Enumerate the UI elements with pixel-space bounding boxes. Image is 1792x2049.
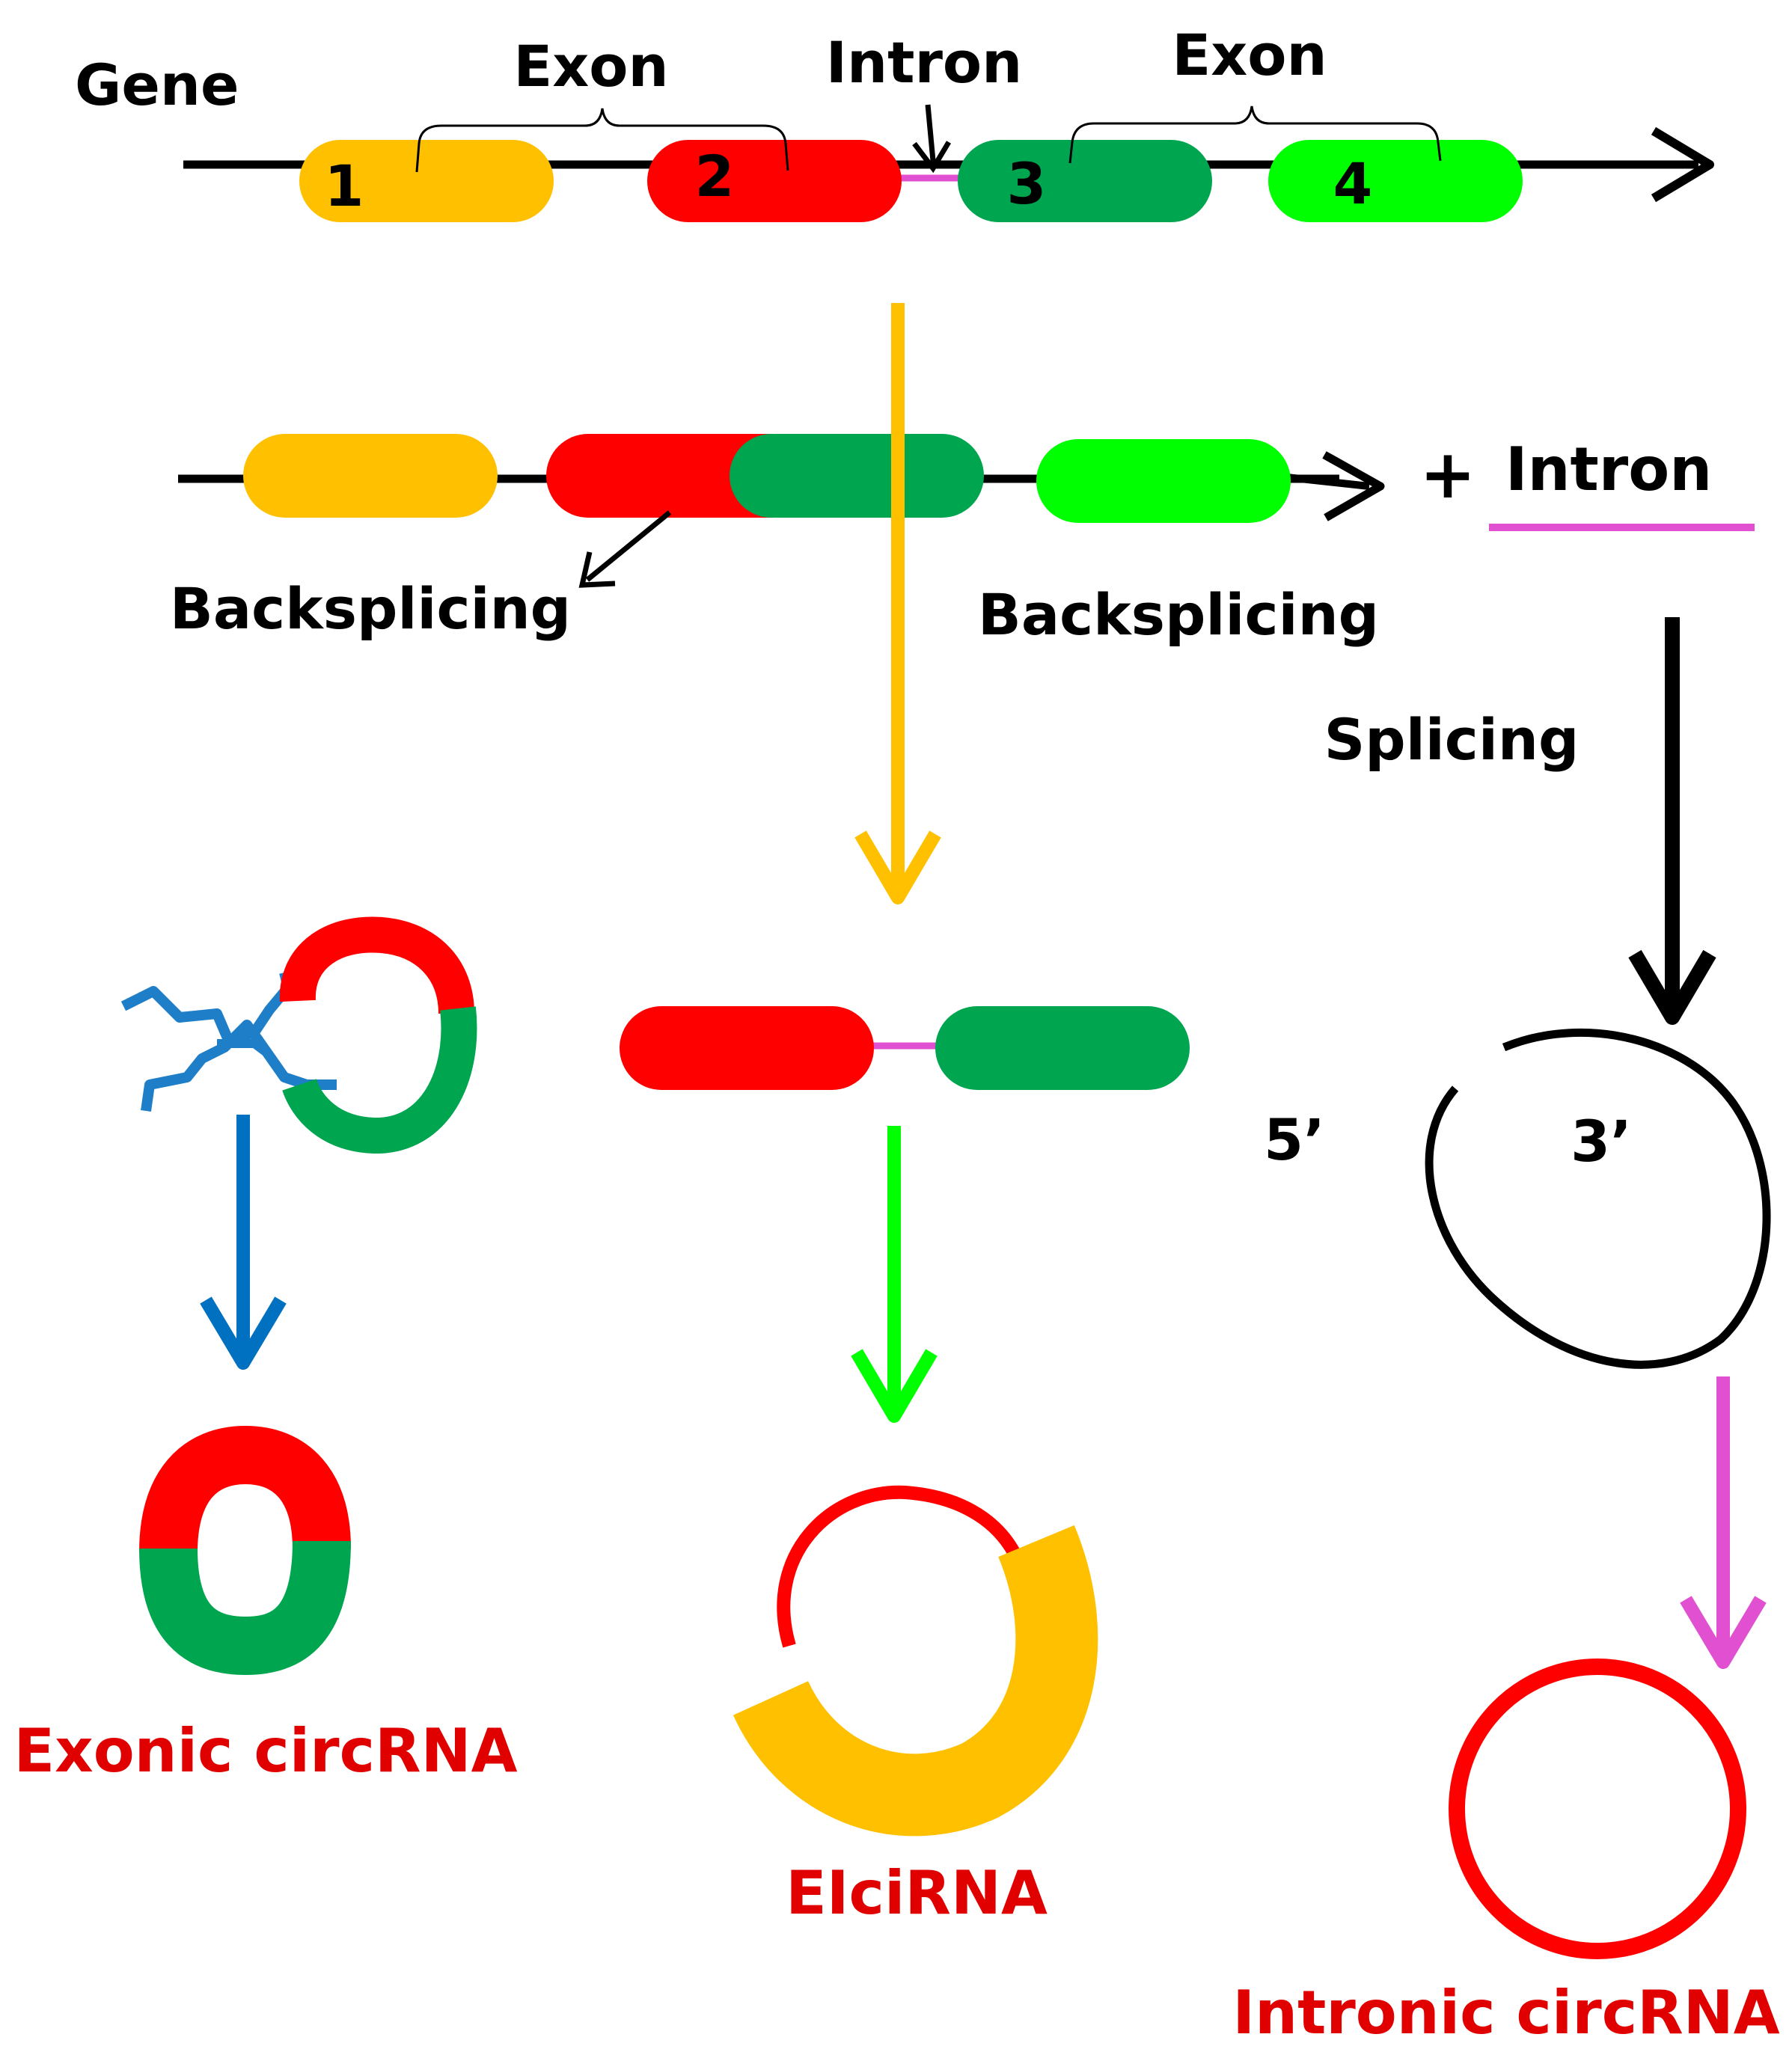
- backsplicing-pointer-head: [578, 551, 616, 588]
- exonic-pre-red-arc: [279, 916, 474, 1014]
- backsplicing-label-left: Backsplicing: [170, 575, 571, 642]
- intron-pointer-arrow-head: [912, 141, 952, 174]
- three-prime-label: 3’: [1571, 1108, 1632, 1174]
- exon-label-left: Exon: [513, 33, 668, 99]
- exonic-circ-green: [139, 1540, 351, 1676]
- premrna-row: + Intron Backsplicing Backsplicing Splic…: [170, 434, 1755, 773]
- exon-4: [1268, 140, 1523, 222]
- black-path-arrow-head: [1628, 949, 1716, 1025]
- premrna-exon-3: [730, 434, 984, 518]
- intronic-circrna: [1449, 1659, 1746, 1959]
- intron-lariat: [1425, 1028, 1771, 1369]
- gene-row: Gene 1 2 3 4 Exon Exon Intron: [75, 22, 1714, 222]
- premrna-arrow-head: [1322, 451, 1385, 521]
- exon-1: [299, 140, 554, 222]
- exon-2: [647, 140, 902, 222]
- premrna-exon-4: [1036, 439, 1291, 523]
- blue-path-arrow-head: [200, 1296, 287, 1370]
- exonic-pre-green-arc: [282, 1006, 477, 1154]
- elcirna-red-arc: [777, 1485, 1020, 1648]
- elcirna-yellow-arc: [733, 1525, 1098, 1837]
- gene-label: Gene: [75, 52, 239, 118]
- premrna-exon-1: [243, 434, 498, 518]
- exon-3: [958, 140, 1212, 222]
- intronic-pathway: 5’ 3’ Intronic circRNA: [1232, 617, 1780, 2048]
- green-path-arrow-head: [851, 1349, 938, 1423]
- yellow-path-arrow-head: [854, 830, 941, 904]
- intron-label-top: Intron: [826, 29, 1023, 96]
- elci-exon-green: [935, 1006, 1190, 1090]
- exon-label-right: Exon: [1172, 22, 1327, 88]
- five-prime-label: 5’: [1264, 1106, 1325, 1173]
- exonic-circ-red: [139, 1425, 351, 1554]
- pink-path-arrow-head: [1680, 1596, 1767, 1669]
- exon-bracket-right: [1068, 105, 1442, 164]
- exon-bracket-left: [415, 108, 789, 173]
- exon-number-3: 3: [1007, 150, 1047, 217]
- splicing-label: Splicing: [1324, 706, 1580, 773]
- premrna-tail: [1286, 474, 1370, 490]
- exon-number-4: 4: [1333, 150, 1373, 217]
- rbp-squiggle: [120, 971, 293, 1045]
- intron-side-label: Intron: [1505, 435, 1712, 504]
- intronic-circrna-label: Intronic circRNA: [1232, 1978, 1779, 2048]
- intron-pointer-arrow: [925, 104, 936, 162]
- elci-exon-red: [620, 1006, 874, 1090]
- rbp-squiggle-2: [141, 1020, 337, 1112]
- backsplicing-label-right: Backsplicing: [978, 581, 1379, 648]
- plus-sign: +: [1419, 435, 1476, 514]
- rbp-squiggle-3: [217, 1039, 272, 1059]
- elcirna-label: EIciRNA: [786, 1858, 1048, 1928]
- backsplicing-pointer-arrow: [585, 510, 672, 582]
- elcirna-pathway: EIciRNA: [620, 303, 1190, 1928]
- exon-number-2: 2: [695, 143, 735, 209]
- exon-number-1: 1: [325, 153, 364, 219]
- gene-arrow-head: [1651, 126, 1714, 203]
- exonic-pathway: Exonic circRNA: [13, 916, 518, 1786]
- exonic-circrna-label: Exonic circRNA: [13, 1716, 517, 1786]
